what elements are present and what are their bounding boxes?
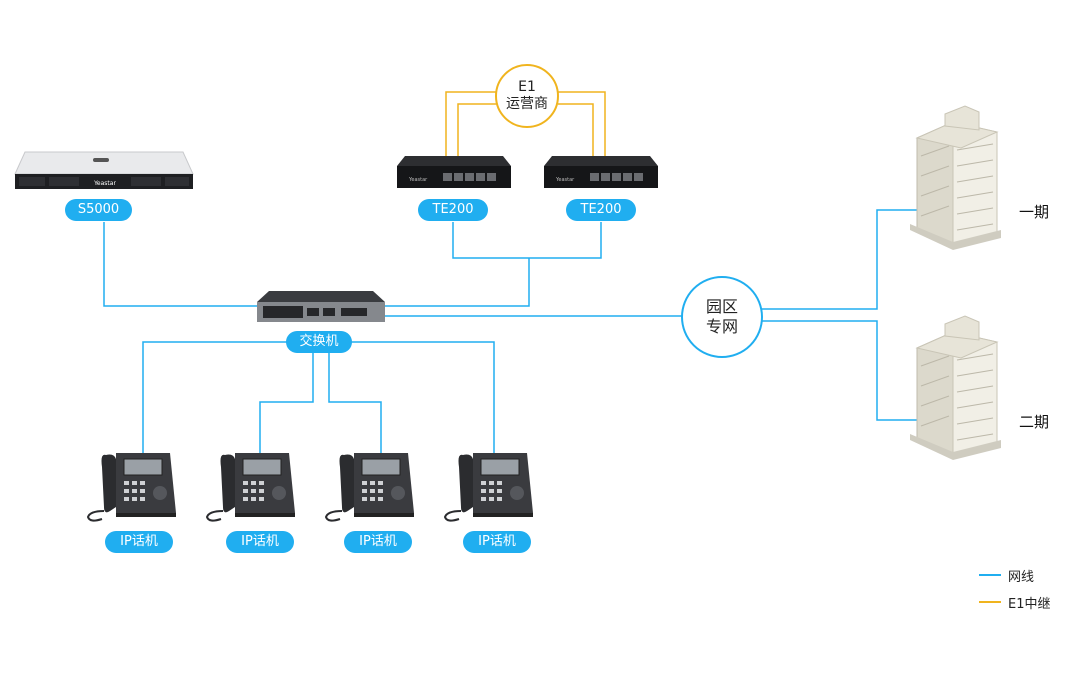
legend-e1-label: E1中继 (1008, 597, 1051, 612)
e1-trunk-lines (445, 91, 606, 160)
label-gateway-1: TE200 (418, 199, 488, 221)
gateway-brand-logo: Yeastar (408, 177, 428, 183)
ip-phone-icon-3 (324, 453, 414, 522)
e1-carrier-node: E1 运营商 (495, 64, 559, 128)
label-server: S5000 (65, 199, 132, 221)
label-phone-1: IP话机 (105, 531, 173, 553)
label-phone-4: IP话机 (463, 531, 531, 553)
park-network-node: 园区 专网 (681, 276, 763, 358)
legend-e1-swatch (979, 601, 1001, 603)
label-phone-2: IP话机 (226, 531, 294, 553)
building-phase-1-icon (910, 105, 1001, 250)
network-switch-device (257, 291, 385, 322)
label-gateway-2: TE200 (566, 199, 636, 221)
park-network-line-1: 园区 (705, 297, 738, 316)
ip-phone-icon-4 (443, 453, 533, 522)
carrier-line-2: 运营商 (506, 96, 548, 112)
carrier-line-1: E1 (518, 79, 536, 95)
network-cable-lines (103, 209, 918, 455)
legend-network-label: 网线 (1008, 570, 1035, 585)
gateway-te200-device-1: Yeastar (397, 156, 511, 188)
legend-network-swatch (979, 574, 1001, 576)
building-phase-2-icon (910, 315, 1001, 460)
label-phone-3: IP话机 (344, 531, 412, 553)
server-s5000-device: Yeastar (14, 151, 194, 189)
park-network-line-2: 专网 (705, 317, 738, 336)
label-phase-1: 一期 (1019, 203, 1050, 221)
label-phase-2: 二期 (1019, 413, 1050, 431)
server-brand-logo: Yeastar (93, 180, 116, 187)
ip-phone-icon-1 (86, 453, 176, 522)
ip-phone-icon-2 (205, 453, 295, 522)
label-switch: 交换机 (286, 331, 352, 353)
gateway-te200-device-2: Yeastar (544, 156, 658, 188)
gateway-brand-logo: Yeastar (555, 177, 575, 183)
